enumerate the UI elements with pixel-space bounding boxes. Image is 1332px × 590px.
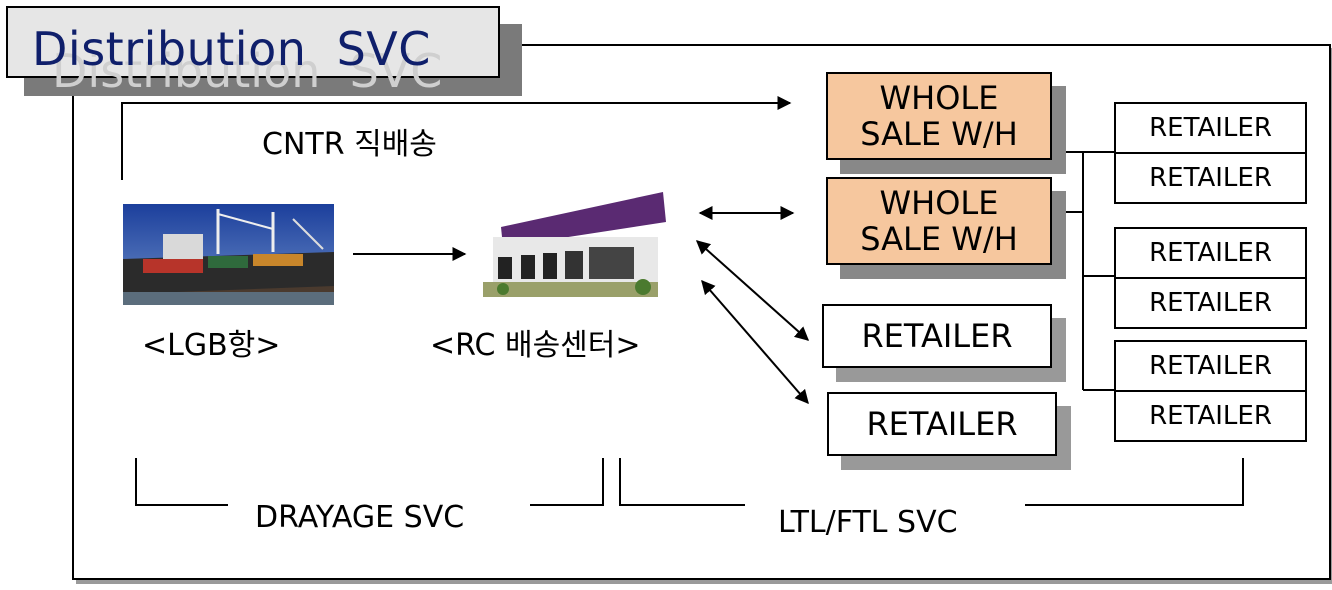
building-illustration [473, 167, 666, 297]
retailer-mid-2: RETAILER [827, 392, 1057, 456]
retailer-right-1: RETAILER [1114, 102, 1307, 154]
retailer-right-5: RETAILER [1114, 340, 1307, 392]
drayage-bracket-left [135, 458, 228, 506]
retailer-right-6: RETAILER [1114, 390, 1307, 442]
retailer-mid-1: RETAILER [822, 304, 1052, 368]
rc-center-photo [473, 167, 666, 297]
cntr-direct-line [121, 96, 792, 180]
drayage-bracket-right [530, 458, 604, 506]
title-ghost: Distribution SVC [52, 44, 443, 98]
retailer-right-4: RETAILER [1114, 277, 1307, 329]
retailer-right-2: RETAILER [1114, 152, 1307, 204]
ltl-bracket-left [619, 458, 745, 506]
page-title: Distribution SVC [32, 22, 431, 76]
cntr-label: CNTR 직배송 [262, 127, 437, 162]
retailer-right-3: RETAILER [1114, 227, 1307, 279]
port-photo [123, 204, 334, 305]
rc-label: <RC 배송센터> [430, 328, 641, 363]
warehouse-1: WHOLE SALE W/H [826, 72, 1052, 160]
warehouse-2: WHOLE SALE W/H [826, 177, 1052, 265]
rc-to-retailer2-arrow [701, 279, 809, 405]
ship-illustration [123, 204, 334, 305]
title-box: Distribution SVC Distribution SVC [6, 6, 500, 98]
ltl-label: LTL/FTL SVC [778, 505, 958, 540]
rc-to-retailer1-arrow [695, 240, 810, 341]
port-label: <LGB항> [142, 328, 281, 363]
ltl-bracket-right [1025, 458, 1244, 506]
drayage-label: DRAYAGE SVC [255, 500, 465, 535]
